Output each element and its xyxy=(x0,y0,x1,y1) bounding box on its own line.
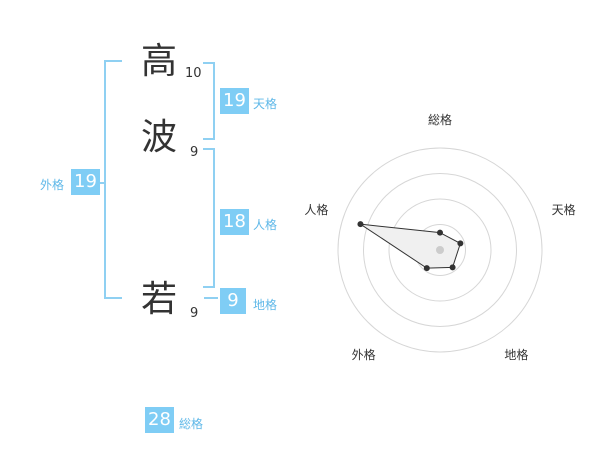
chikaku-label: 地格 xyxy=(253,298,278,312)
radar-ring xyxy=(388,198,492,302)
name-char-2: 波 xyxy=(141,117,178,158)
gaikaku-label: 外格 xyxy=(40,178,65,192)
tenkaku-label: 天格 xyxy=(253,97,278,111)
radar-ring xyxy=(337,147,543,353)
radar-axis-label-3: 外格 xyxy=(352,347,376,362)
gaikaku-bracket xyxy=(104,60,106,299)
radar-axis-label-0: 総格 xyxy=(428,112,452,127)
name-char-2-strokes: 9 xyxy=(190,145,199,160)
radar-point-2 xyxy=(449,264,456,271)
radar-point-0 xyxy=(437,229,443,236)
name-char-3-strokes: 9 xyxy=(190,306,199,321)
radar-point-4 xyxy=(357,221,364,228)
radar-axis-label-1: 天格 xyxy=(552,202,576,217)
soukaku-label: 総格 xyxy=(179,417,204,431)
radar-center xyxy=(436,246,444,254)
radar-axis-label-2: 地格 xyxy=(504,347,528,362)
radar-point-1 xyxy=(457,240,464,247)
radar-ring xyxy=(363,173,517,327)
soukaku-value: 28 xyxy=(145,407,174,433)
jinkaku-label: 人格 xyxy=(253,218,278,232)
radar-point-3 xyxy=(423,265,430,272)
tenkaku-bracket xyxy=(213,62,215,140)
name-char-1: 高 xyxy=(141,41,178,82)
gaikaku-value: 19 xyxy=(71,169,100,195)
tenkaku-value: 19 xyxy=(220,88,249,114)
name-char-1-strokes: 10 xyxy=(185,66,202,81)
chikaku-value: 9 xyxy=(220,288,246,314)
name-char-3: 若 xyxy=(141,279,178,320)
radar-series-area xyxy=(360,223,461,269)
chikaku-connector xyxy=(204,297,218,299)
jinkaku-bracket xyxy=(213,148,215,288)
radar-axis-label-4: 人格 xyxy=(304,202,328,217)
jinkaku-value: 18 xyxy=(220,209,249,235)
